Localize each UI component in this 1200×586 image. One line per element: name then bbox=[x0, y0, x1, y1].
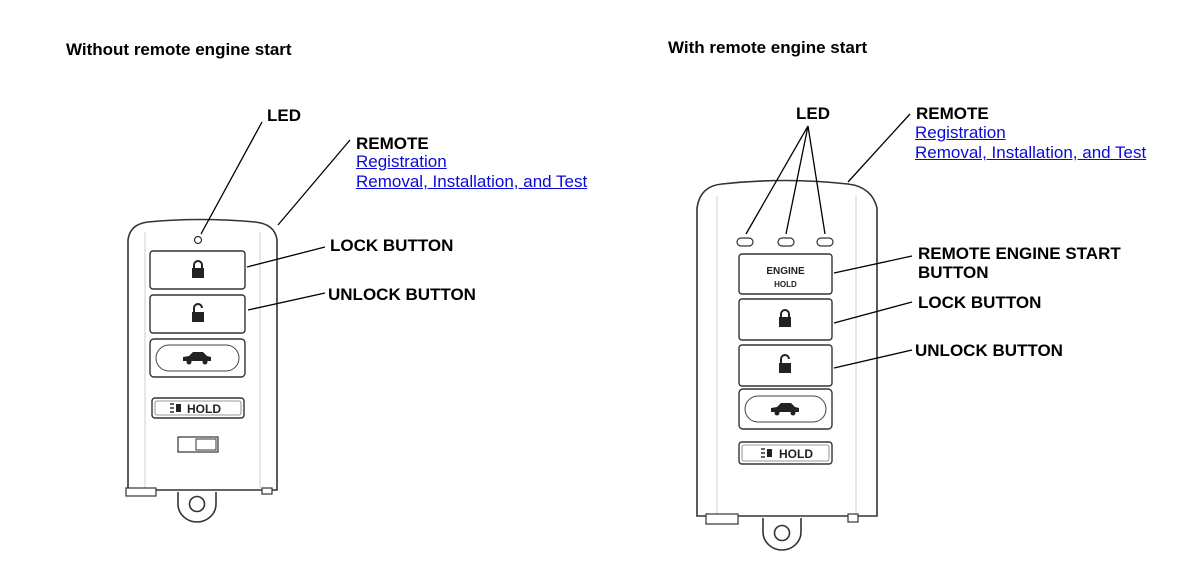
lock-icon bbox=[779, 309, 791, 327]
left-heading: Without remote engine start bbox=[66, 40, 292, 59]
left-led-indicator bbox=[193, 235, 203, 245]
right-panic-button[interactable] bbox=[738, 441, 833, 465]
left-removal-link[interactable]: Removal, Installation, and Test bbox=[356, 172, 588, 191]
right-removal-link[interactable]: Removal, Installation, and Test bbox=[915, 143, 1147, 162]
right-hold-text: HOLD bbox=[779, 447, 813, 461]
right-unlock-button-label: UNLOCK BUTTON bbox=[915, 341, 1063, 360]
right-lock-leader bbox=[833, 301, 913, 324]
left-unlock-button-label: UNLOCK BUTTON bbox=[328, 285, 476, 304]
right-remote-leader bbox=[847, 113, 911, 183]
right-lock-button-label: LOCK BUTTON bbox=[918, 293, 1042, 312]
car-icon bbox=[183, 352, 211, 365]
left-unlock-leader bbox=[247, 292, 326, 311]
right-led-leader-3 bbox=[807, 125, 826, 235]
right-engine-leader bbox=[833, 255, 913, 274]
right-heading: With remote engine start bbox=[668, 38, 868, 57]
left-led-leader bbox=[200, 121, 263, 235]
right-remote-label: REMOTE bbox=[916, 104, 989, 123]
right-engine-start-button[interactable] bbox=[738, 253, 833, 295]
panic-light-icon bbox=[761, 448, 772, 458]
left-registration-link[interactable]: Registration bbox=[356, 152, 447, 171]
left-panic-button[interactable] bbox=[151, 397, 245, 419]
engine-text: ENGINE bbox=[766, 266, 805, 277]
left-remote-label: REMOTE bbox=[356, 134, 429, 153]
car-icon bbox=[771, 403, 799, 416]
lock-icon bbox=[192, 260, 204, 278]
left-led-label: LED bbox=[267, 106, 301, 125]
right-led-3 bbox=[816, 237, 834, 247]
panic-light-icon bbox=[170, 403, 181, 413]
engine-hold-text: HOLD bbox=[774, 280, 797, 289]
left-lock-leader bbox=[246, 246, 326, 268]
right-led-leader-2 bbox=[785, 125, 809, 235]
left-lock-button-label: LOCK BUTTON bbox=[330, 236, 454, 255]
right-led-2 bbox=[777, 237, 795, 247]
right-led-leader-1 bbox=[745, 125, 809, 235]
right-registration-link[interactable]: Registration bbox=[915, 123, 1006, 142]
right-led-1 bbox=[736, 237, 754, 247]
right-engine-start-label-line1: REMOTE ENGINE START bbox=[918, 244, 1121, 263]
right-unlock-leader bbox=[833, 349, 913, 369]
right-engine-start-label-line2: BUTTON bbox=[918, 263, 989, 282]
left-remote-leader bbox=[277, 139, 351, 226]
unlock-icon bbox=[192, 303, 204, 322]
right-led-label: LED bbox=[796, 104, 830, 123]
left-hold-text: HOLD bbox=[187, 402, 221, 416]
unlock-icon bbox=[779, 354, 791, 373]
